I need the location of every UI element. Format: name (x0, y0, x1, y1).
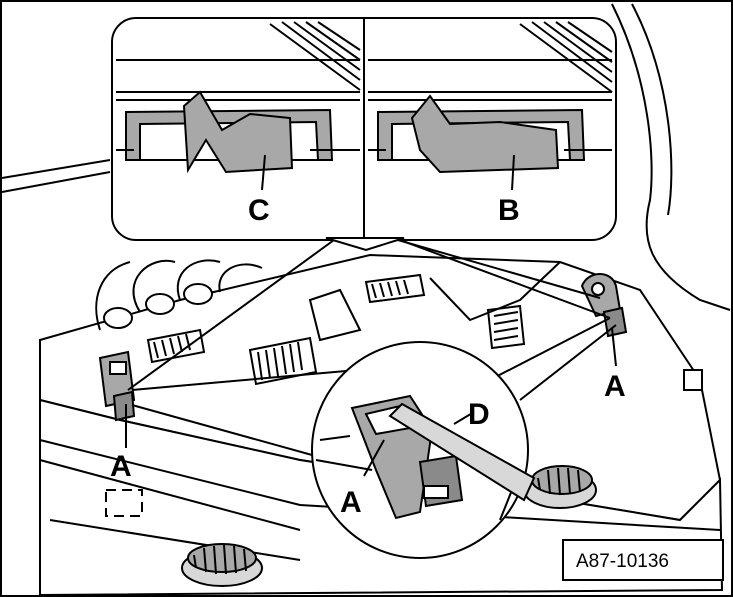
pin-block-2 (146, 328, 206, 364)
cable-2 (132, 259, 176, 313)
right-bracket-hole (591, 282, 605, 296)
pin-block-3-pins (371, 279, 409, 299)
callout-a-right: A (604, 370, 626, 403)
tab-right (683, 369, 703, 391)
callout-c: C (248, 194, 270, 227)
front-ledge-3 (49, 519, 301, 561)
clip-b (410, 94, 560, 174)
pin-block-1-pins (257, 341, 303, 381)
side-panel-contour (611, 3, 731, 311)
zoom-lines (127, 231, 617, 461)
left-bracket-slot (109, 361, 127, 375)
pin-block-4-pins (493, 311, 519, 341)
front-ledge-2 (39, 459, 301, 531)
callout-a-left: A (110, 450, 132, 483)
cable-3 (176, 259, 221, 301)
release-tool (388, 402, 536, 502)
right-knob (523, 465, 597, 509)
top-detail-2 (308, 288, 362, 342)
connector-1 (103, 307, 133, 329)
dashboard-edge-2 (1, 171, 111, 193)
pin-block-2-pins (153, 333, 191, 359)
circle-edge (315, 435, 373, 471)
cable-4 (218, 263, 263, 293)
left-knob (181, 543, 263, 587)
cable-1 (95, 261, 131, 331)
circle-clip-slot (423, 485, 449, 499)
callout-a-circle: A (340, 486, 362, 519)
left-clip (112, 390, 136, 422)
clip-c (182, 90, 294, 174)
pin-block-3 (364, 273, 426, 304)
inset-left (116, 21, 361, 174)
callout-b: B (498, 194, 520, 227)
dashboard-edge (1, 159, 111, 179)
tab-left (105, 489, 143, 517)
front-ledge (39, 439, 721, 531)
inset-right (368, 21, 613, 174)
detail-circle (311, 341, 536, 559)
connector-2 (145, 293, 175, 315)
pin-block-4 (486, 304, 526, 350)
reference-number: A87-10136 (576, 551, 669, 572)
inset-pointer (325, 237, 405, 252)
callout-lines (125, 154, 617, 477)
callout-d: D (468, 398, 490, 431)
connector-3 (183, 283, 213, 305)
inset-panels (111, 17, 617, 252)
reference-box: A87-10136 (562, 539, 724, 581)
side-panel-contour-2 (631, 3, 673, 216)
